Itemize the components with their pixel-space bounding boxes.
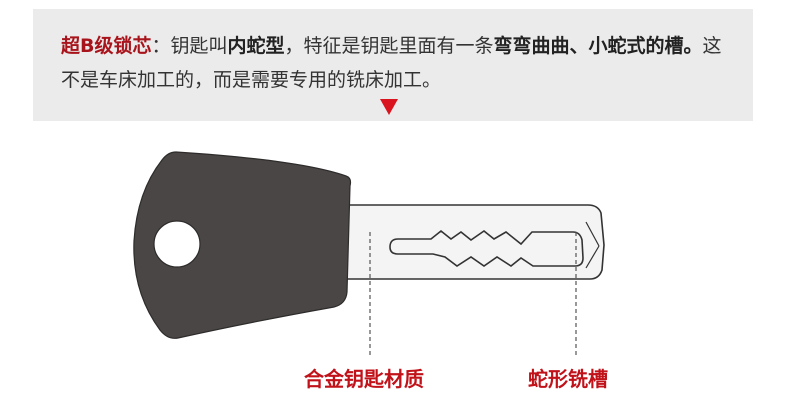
- feature-intro-text: ，特征是钥匙里面有一条: [284, 35, 494, 57]
- key-type-name: 内蛇型: [227, 35, 285, 57]
- groove-label: 蛇形铣槽: [528, 367, 608, 391]
- material-label: 合金钥匙材质: [304, 367, 424, 391]
- lock-grade-title: 超B级锁芯: [61, 35, 152, 57]
- description-text: 超B级锁芯：钥匙叫内蛇型，特征是钥匙里面有一条弯弯曲曲、小蛇式的槽。这不是车床加…: [61, 29, 731, 97]
- key-ring-hole: [153, 220, 201, 268]
- blade-tip-line-2: [585, 245, 600, 269]
- down-arrow-icon: [380, 99, 398, 115]
- key-head: [133, 151, 352, 339]
- description-callout: 超B级锁芯：钥匙叫内蛇型，特征是钥匙里面有一条弯弯曲曲、小蛇式的槽。这不是车床加…: [33, 9, 753, 121]
- blade-tip-line: [585, 221, 600, 247]
- groove-feature: 弯弯曲曲、小蛇式的槽。: [493, 35, 703, 57]
- machining-note: 这不是车床加工的，而是需要专用的铣床加工。: [61, 35, 722, 91]
- snake-groove: [389, 229, 584, 267]
- intro-text: ：钥匙叫: [151, 35, 228, 57]
